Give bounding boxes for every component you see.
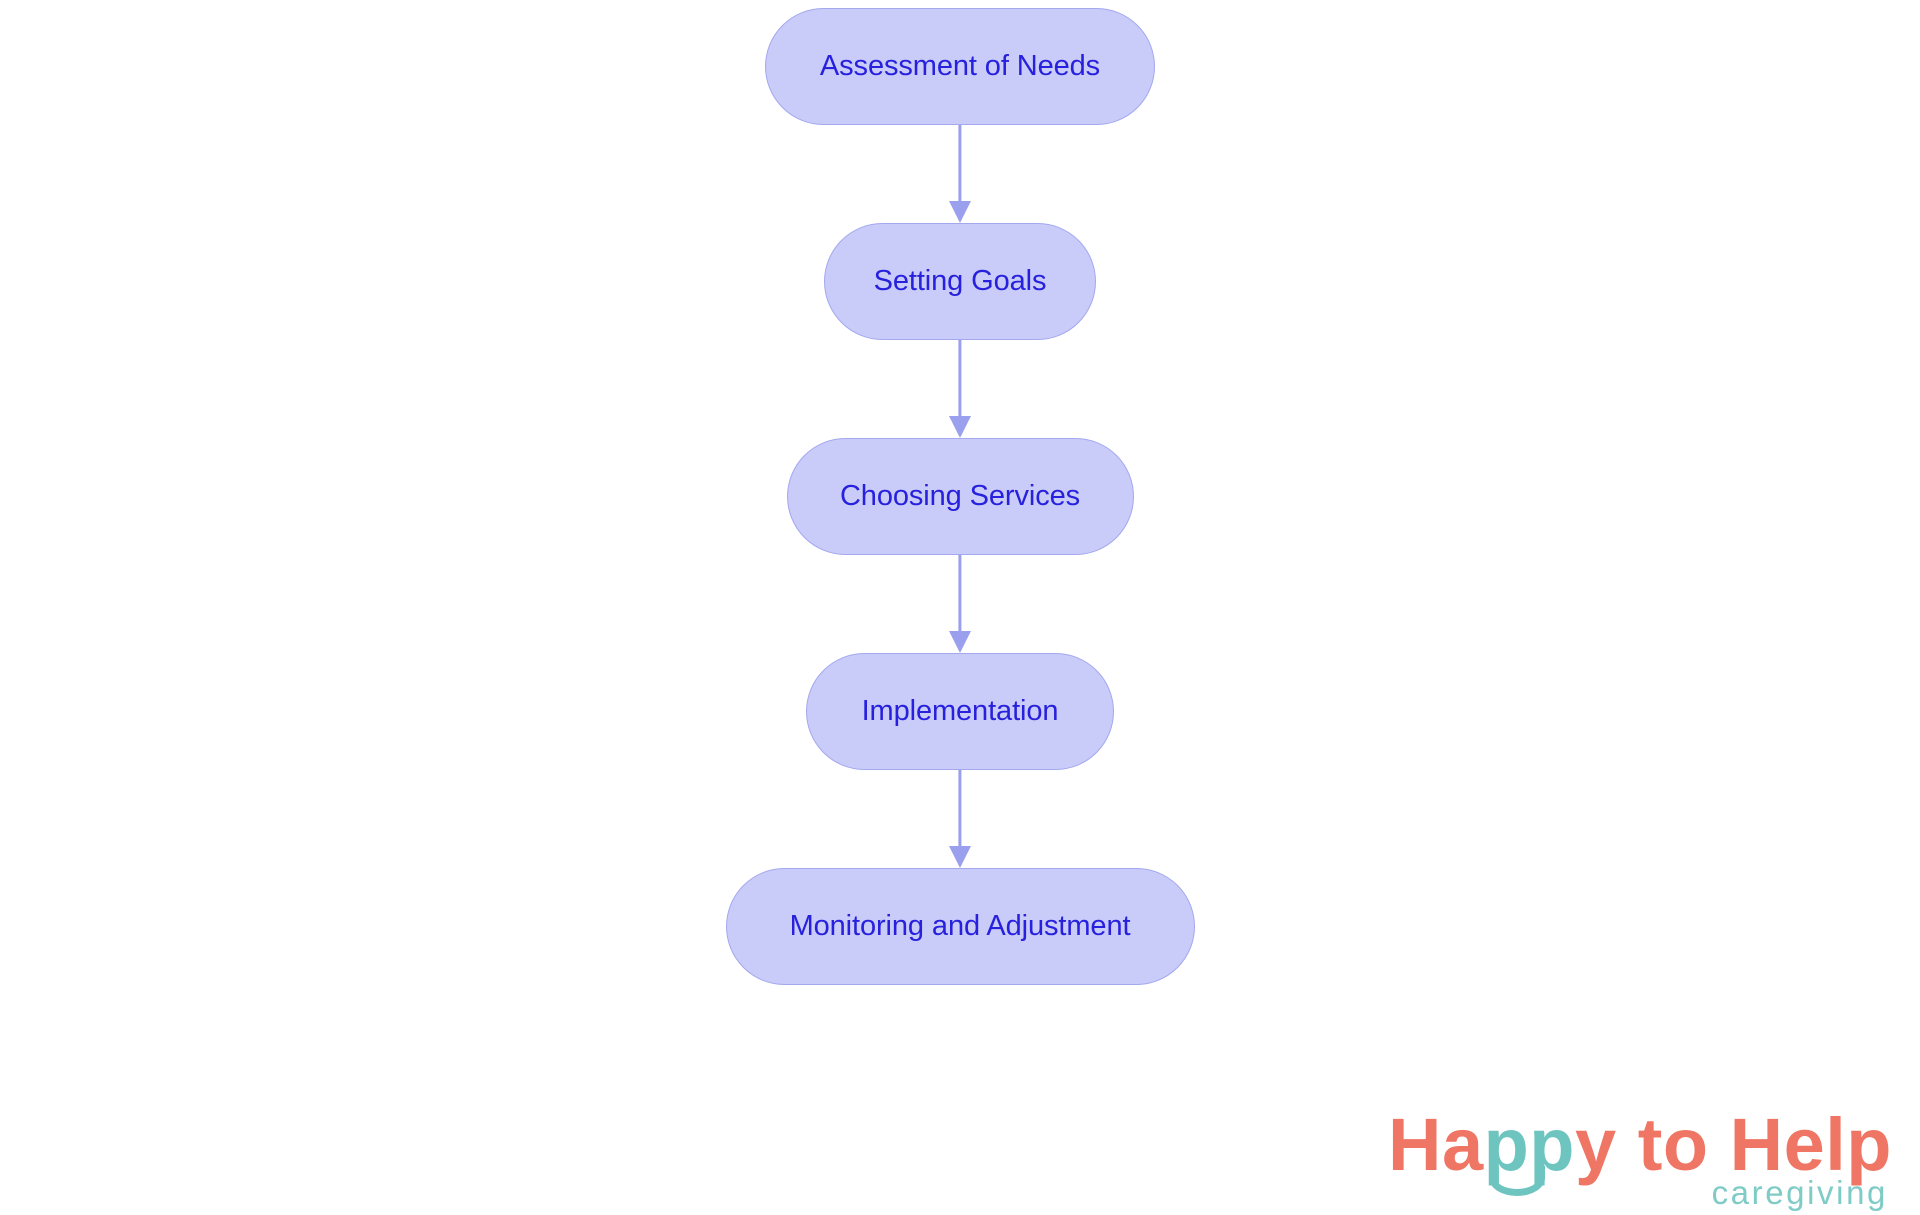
flow-node-label: Monitoring and Adjustment [789,910,1131,942]
logo-tagline: caregiving [1711,1174,1888,1211]
flow-node-label: Implementation [861,695,1059,727]
arrow-head-icon [949,631,971,653]
flow-arrow-3 [940,555,980,653]
smile-arc-icon [1489,1166,1545,1196]
flow-node-label: Setting Goals [873,265,1047,297]
arrow-shaft [958,555,962,633]
flow-arrow-2 [940,340,980,438]
flow-node-implementation[interactable]: Implementation [806,653,1114,770]
logo-text-y: y [1575,1103,1617,1186]
flowchart-node-column: Assessment of Needs Setting Goals Choosi… [725,8,1195,985]
logo-wordmark: Happy to Help [1388,1108,1892,1196]
flow-node-choosing-services[interactable]: Choosing Services [786,438,1134,555]
arrow-shaft [958,770,962,848]
arrow-head-icon [949,201,971,223]
flow-node-label: Assessment of Needs [819,50,1101,82]
arrow-shaft [958,340,962,418]
arrow-head-icon [949,416,971,438]
flow-node-assessment-of-needs[interactable]: Assessment of Needs [765,8,1155,125]
logo-text-help: Help [1729,1103,1892,1186]
logo-text-ha: Ha [1388,1103,1484,1186]
flow-node-label: Choosing Services [839,480,1081,512]
logo-text-to: to [1616,1103,1730,1186]
flow-node-setting-goals[interactable]: Setting Goals [824,223,1096,340]
flow-arrow-4 [940,770,980,868]
arrow-head-icon [949,846,971,868]
flowchart-canvas: Assessment of Needs Setting Goals Choosi… [725,8,1195,985]
flow-node-monitoring-and-adjustment[interactable]: Monitoring and Adjustment [725,868,1195,985]
flow-arrow-1 [940,125,980,223]
arrow-shaft [958,125,962,203]
brand-logo: Happy to Help caregiving [1388,1108,1892,1211]
